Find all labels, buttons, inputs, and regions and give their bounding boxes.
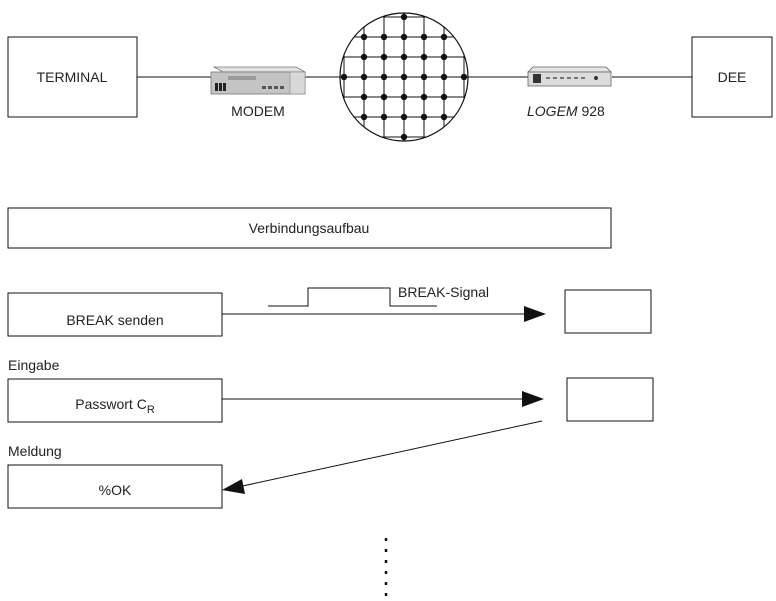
break-senden-box: BREAK senden: [7, 292, 223, 337]
globe-node-dot: [420, 113, 428, 121]
logem-device-icon: [527, 66, 612, 87]
meldung-label: Meldung: [8, 443, 62, 459]
dee-response-box-2: [566, 377, 654, 422]
dee-box: DEE: [691, 36, 773, 118]
globe-node-dot: [420, 93, 428, 101]
globe-node-dot: [380, 33, 388, 41]
globe-node-dot: [400, 93, 408, 101]
dee-label: DEE: [718, 69, 747, 85]
globe-node-dot: [400, 133, 408, 141]
globe-node-dot: [400, 73, 408, 81]
verbindungsaufbau-box: Verbindungsaufbau: [7, 207, 612, 249]
globe-node-dot: [400, 53, 408, 61]
globe-node-dot: [440, 113, 448, 121]
break-arrow-head: [524, 306, 546, 322]
globe-node-dot: [440, 53, 448, 61]
globe-node-dot: [420, 53, 428, 61]
modem-label: MODEM: [231, 103, 285, 119]
passwort-label: Passwort CR: [75, 396, 155, 416]
verbindungsaufbau-label: Verbindungsaufbau: [249, 220, 370, 236]
dee-response-box-1: [564, 289, 652, 334]
globe-node-dot: [420, 73, 428, 81]
passwort-box: Passwort CR: [7, 378, 223, 423]
globe-node-dot: [380, 113, 388, 121]
response-arrow-line: [237, 420, 543, 488]
globe-node-dot: [460, 73, 468, 81]
globe-node-dot: [420, 33, 428, 41]
globe-node-dot: [380, 93, 388, 101]
globe-node-dot: [340, 73, 348, 81]
network-globe-icon: [339, 12, 469, 142]
eingabe-label: Eingabe: [8, 357, 60, 373]
globe-node-dot: [440, 73, 448, 81]
break-senden-label: BREAK senden: [66, 312, 163, 328]
globe-node-dot: [400, 13, 408, 21]
globe-node-dot: [440, 93, 448, 101]
passwort-arrow-head: [522, 391, 544, 407]
terminal-box: TERMINAL: [7, 36, 138, 118]
modem-icon: [210, 66, 307, 95]
ok-label: %OK: [99, 482, 132, 498]
terminal-label: TERMINAL: [37, 69, 108, 85]
globe-node-dot: [380, 73, 388, 81]
globe-node-dot: [380, 53, 388, 61]
globe-node-dot: [360, 113, 368, 121]
globe-node-dot: [440, 33, 448, 41]
ok-box: %OK: [7, 464, 223, 509]
logem-label: LOGEM 928: [527, 103, 605, 119]
globe-node-dot: [400, 33, 408, 41]
globe-node-dot: [400, 113, 408, 121]
break-signal-label: BREAK-Signal: [398, 284, 489, 300]
globe-node-dot: [360, 93, 368, 101]
globe-node-dot: [360, 53, 368, 61]
globe-node-dot: [360, 33, 368, 41]
response-arrow-head: [222, 479, 245, 494]
break-signal-waveform: [268, 287, 437, 307]
globe-node-dot: [360, 73, 368, 81]
